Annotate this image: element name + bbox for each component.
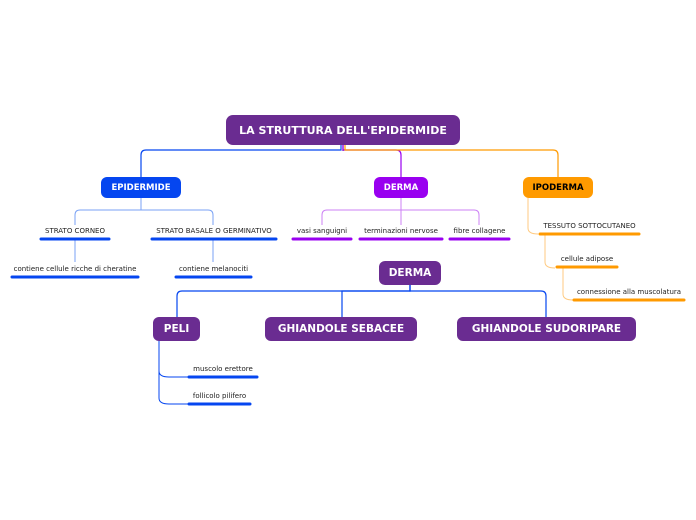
root-node[interactable]: LA STRUTTURA DELL'EPIDERMIDE bbox=[226, 115, 460, 145]
leaf-cellule-adipose[interactable]: cellule adipose bbox=[560, 255, 614, 263]
ipoderma-label: IPODERMA bbox=[532, 182, 584, 193]
leaf-connessione-muscolatura[interactable]: connessione alla muscolatura bbox=[576, 288, 682, 296]
node-ipoderma[interactable]: IPODERMA bbox=[523, 177, 593, 198]
leaf-cheratine[interactable]: contiene cellule ricche di cheratine bbox=[13, 265, 137, 273]
node-peli[interactable]: PELI bbox=[153, 317, 200, 341]
node-derma[interactable]: DERMA bbox=[374, 177, 428, 198]
epidermide-label: EPIDERMIDE bbox=[111, 182, 171, 193]
derma-label: DERMA bbox=[383, 182, 419, 193]
root-label: LA STRUTTURA DELL'EPIDERMIDE bbox=[239, 123, 447, 137]
ghiandole-sebacee-label: GHIANDOLE SEBACEE bbox=[277, 323, 405, 335]
node-ghiandole-sudoripare[interactable]: GHIANDOLE SUDORIPARE bbox=[457, 317, 636, 341]
derma-section-label: DERMA bbox=[388, 267, 432, 279]
peli-label: PELI bbox=[163, 323, 190, 335]
leaf-strato-corneo[interactable]: STRATO CORNEO bbox=[45, 227, 105, 235]
node-derma-section[interactable]: DERMA bbox=[379, 261, 441, 285]
leaf-tessuto-sottocutaneo[interactable]: TESSUTO SOTTOCUTANEO bbox=[543, 222, 636, 230]
leaf-muscolo-erettore[interactable]: muscolo erettore bbox=[193, 365, 253, 373]
ghiandole-sudoripare-label: GHIANDOLE SUDORIPARE bbox=[471, 323, 622, 335]
leaf-fibre-collagene[interactable]: fibre collagene bbox=[453, 227, 506, 235]
node-epidermide[interactable]: EPIDERMIDE bbox=[101, 177, 181, 198]
leaf-vasi-sanguigni[interactable]: vasi sanguigni bbox=[296, 227, 348, 235]
leaf-strato-basale[interactable]: STRATO BASALE O GERMINATIVO bbox=[156, 227, 272, 235]
node-ghiandole-sebacee[interactable]: GHIANDOLE SEBACEE bbox=[265, 317, 417, 341]
leaf-terminazioni-nervose[interactable]: terminazioni nervose bbox=[364, 227, 438, 235]
leaf-follicolo-pilifero[interactable]: follicolo pilifero bbox=[192, 392, 247, 400]
leaf-melanociti[interactable]: contiene melanociti bbox=[178, 265, 249, 273]
